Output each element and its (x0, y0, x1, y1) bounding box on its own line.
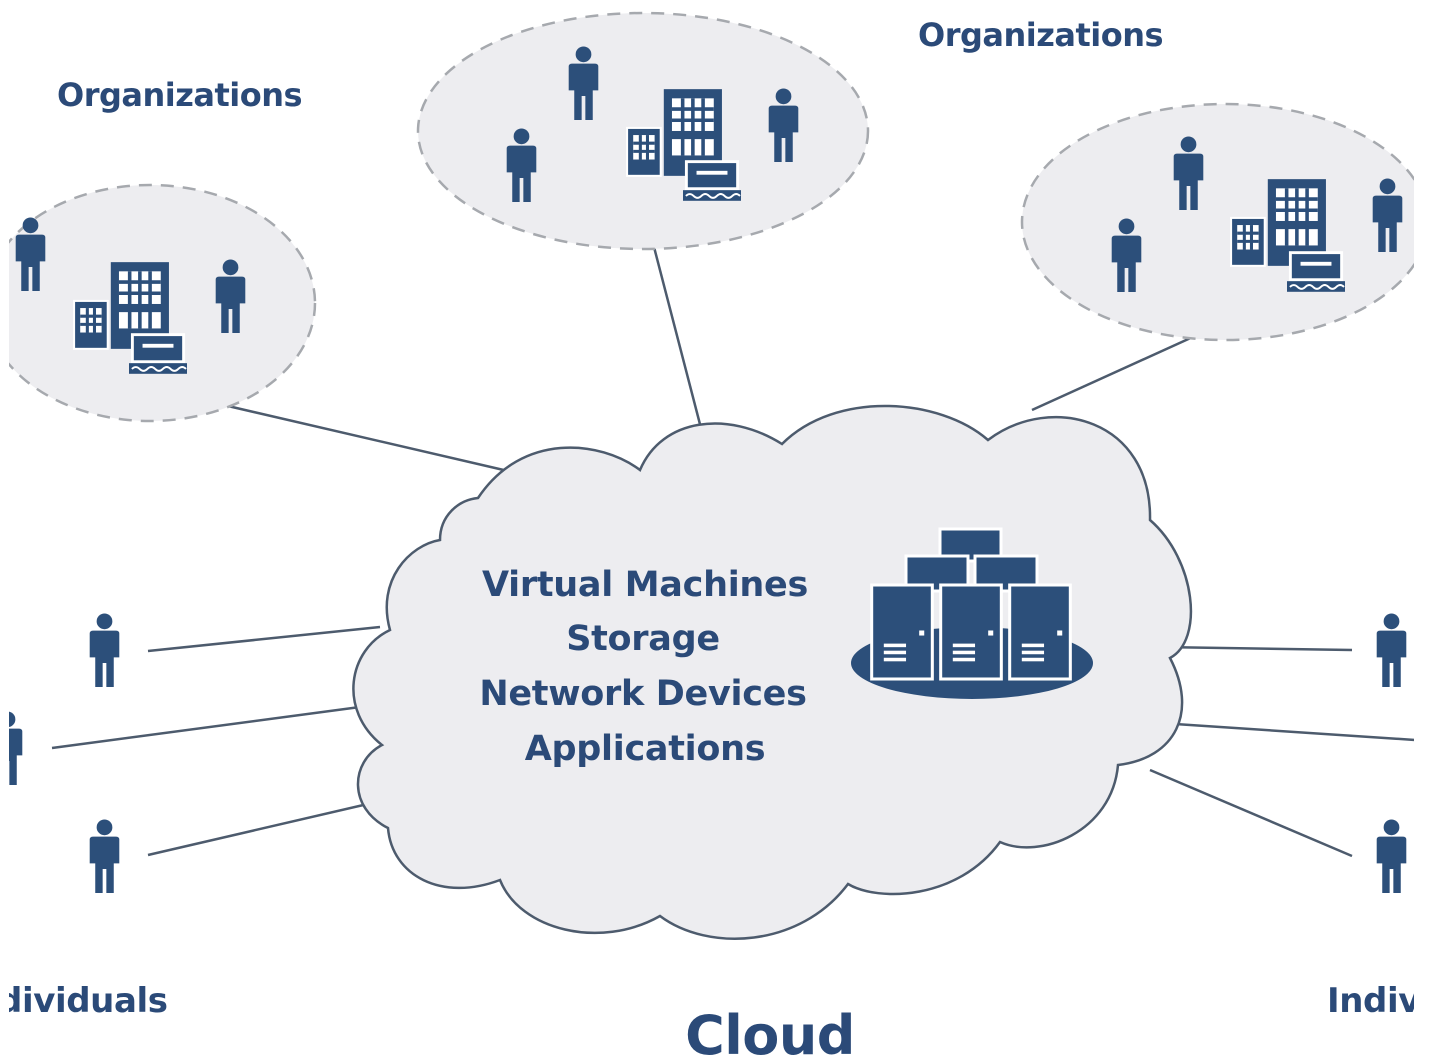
computer-terminal-icon (128, 332, 188, 375)
organization-group-right (1020, 102, 1429, 342)
computer-terminal-icon (1286, 250, 1346, 293)
cloud-service-item: Virtual Machines (482, 565, 808, 605)
connector-individual-left-3 (147, 798, 386, 857)
cloud-services-list: Virtual Machines Storage Network Devices… (479, 565, 808, 769)
connector-org-top (652, 246, 704, 433)
organization-group-left (0, 183, 317, 423)
connectors (51, 246, 1416, 858)
cloud-service-item: Storage (566, 619, 720, 659)
person-icon (1376, 613, 1407, 687)
connector-individual-right-2 (1159, 721, 1416, 742)
connector-org-right (1031, 334, 1196, 412)
organization-bubble (1020, 102, 1429, 342)
cloud-service-item: Network Devices (479, 674, 806, 714)
server-rack-icon (851, 527, 1093, 699)
person-icon (89, 613, 120, 687)
individuals-label-left: dividuals (0, 981, 168, 1021)
connector-individual-left-1 (147, 625, 381, 653)
cloud-title: Cloud (685, 1004, 855, 1058)
connector-individual-right-3 (1149, 768, 1353, 858)
connector-individual-left-2 (51, 703, 376, 750)
left-crop-mask (0, 0, 9, 1058)
right-crop-mask (1414, 0, 1429, 1058)
organizations-label-left: Organizations (57, 76, 302, 114)
individuals-right (1376, 613, 1407, 893)
organizations-label-right: Organizations (918, 16, 1163, 54)
individuals-left (0, 613, 120, 893)
connector-individual-right-1 (1159, 645, 1353, 652)
organization-group-top (416, 11, 870, 251)
cloud-service-item: Applications (525, 729, 765, 769)
computer-terminal-icon (682, 159, 742, 202)
individuals-label-right: Indiv (1327, 981, 1420, 1021)
connector-org-left (214, 401, 509, 473)
person-icon (1376, 819, 1407, 893)
person-icon (89, 819, 120, 893)
